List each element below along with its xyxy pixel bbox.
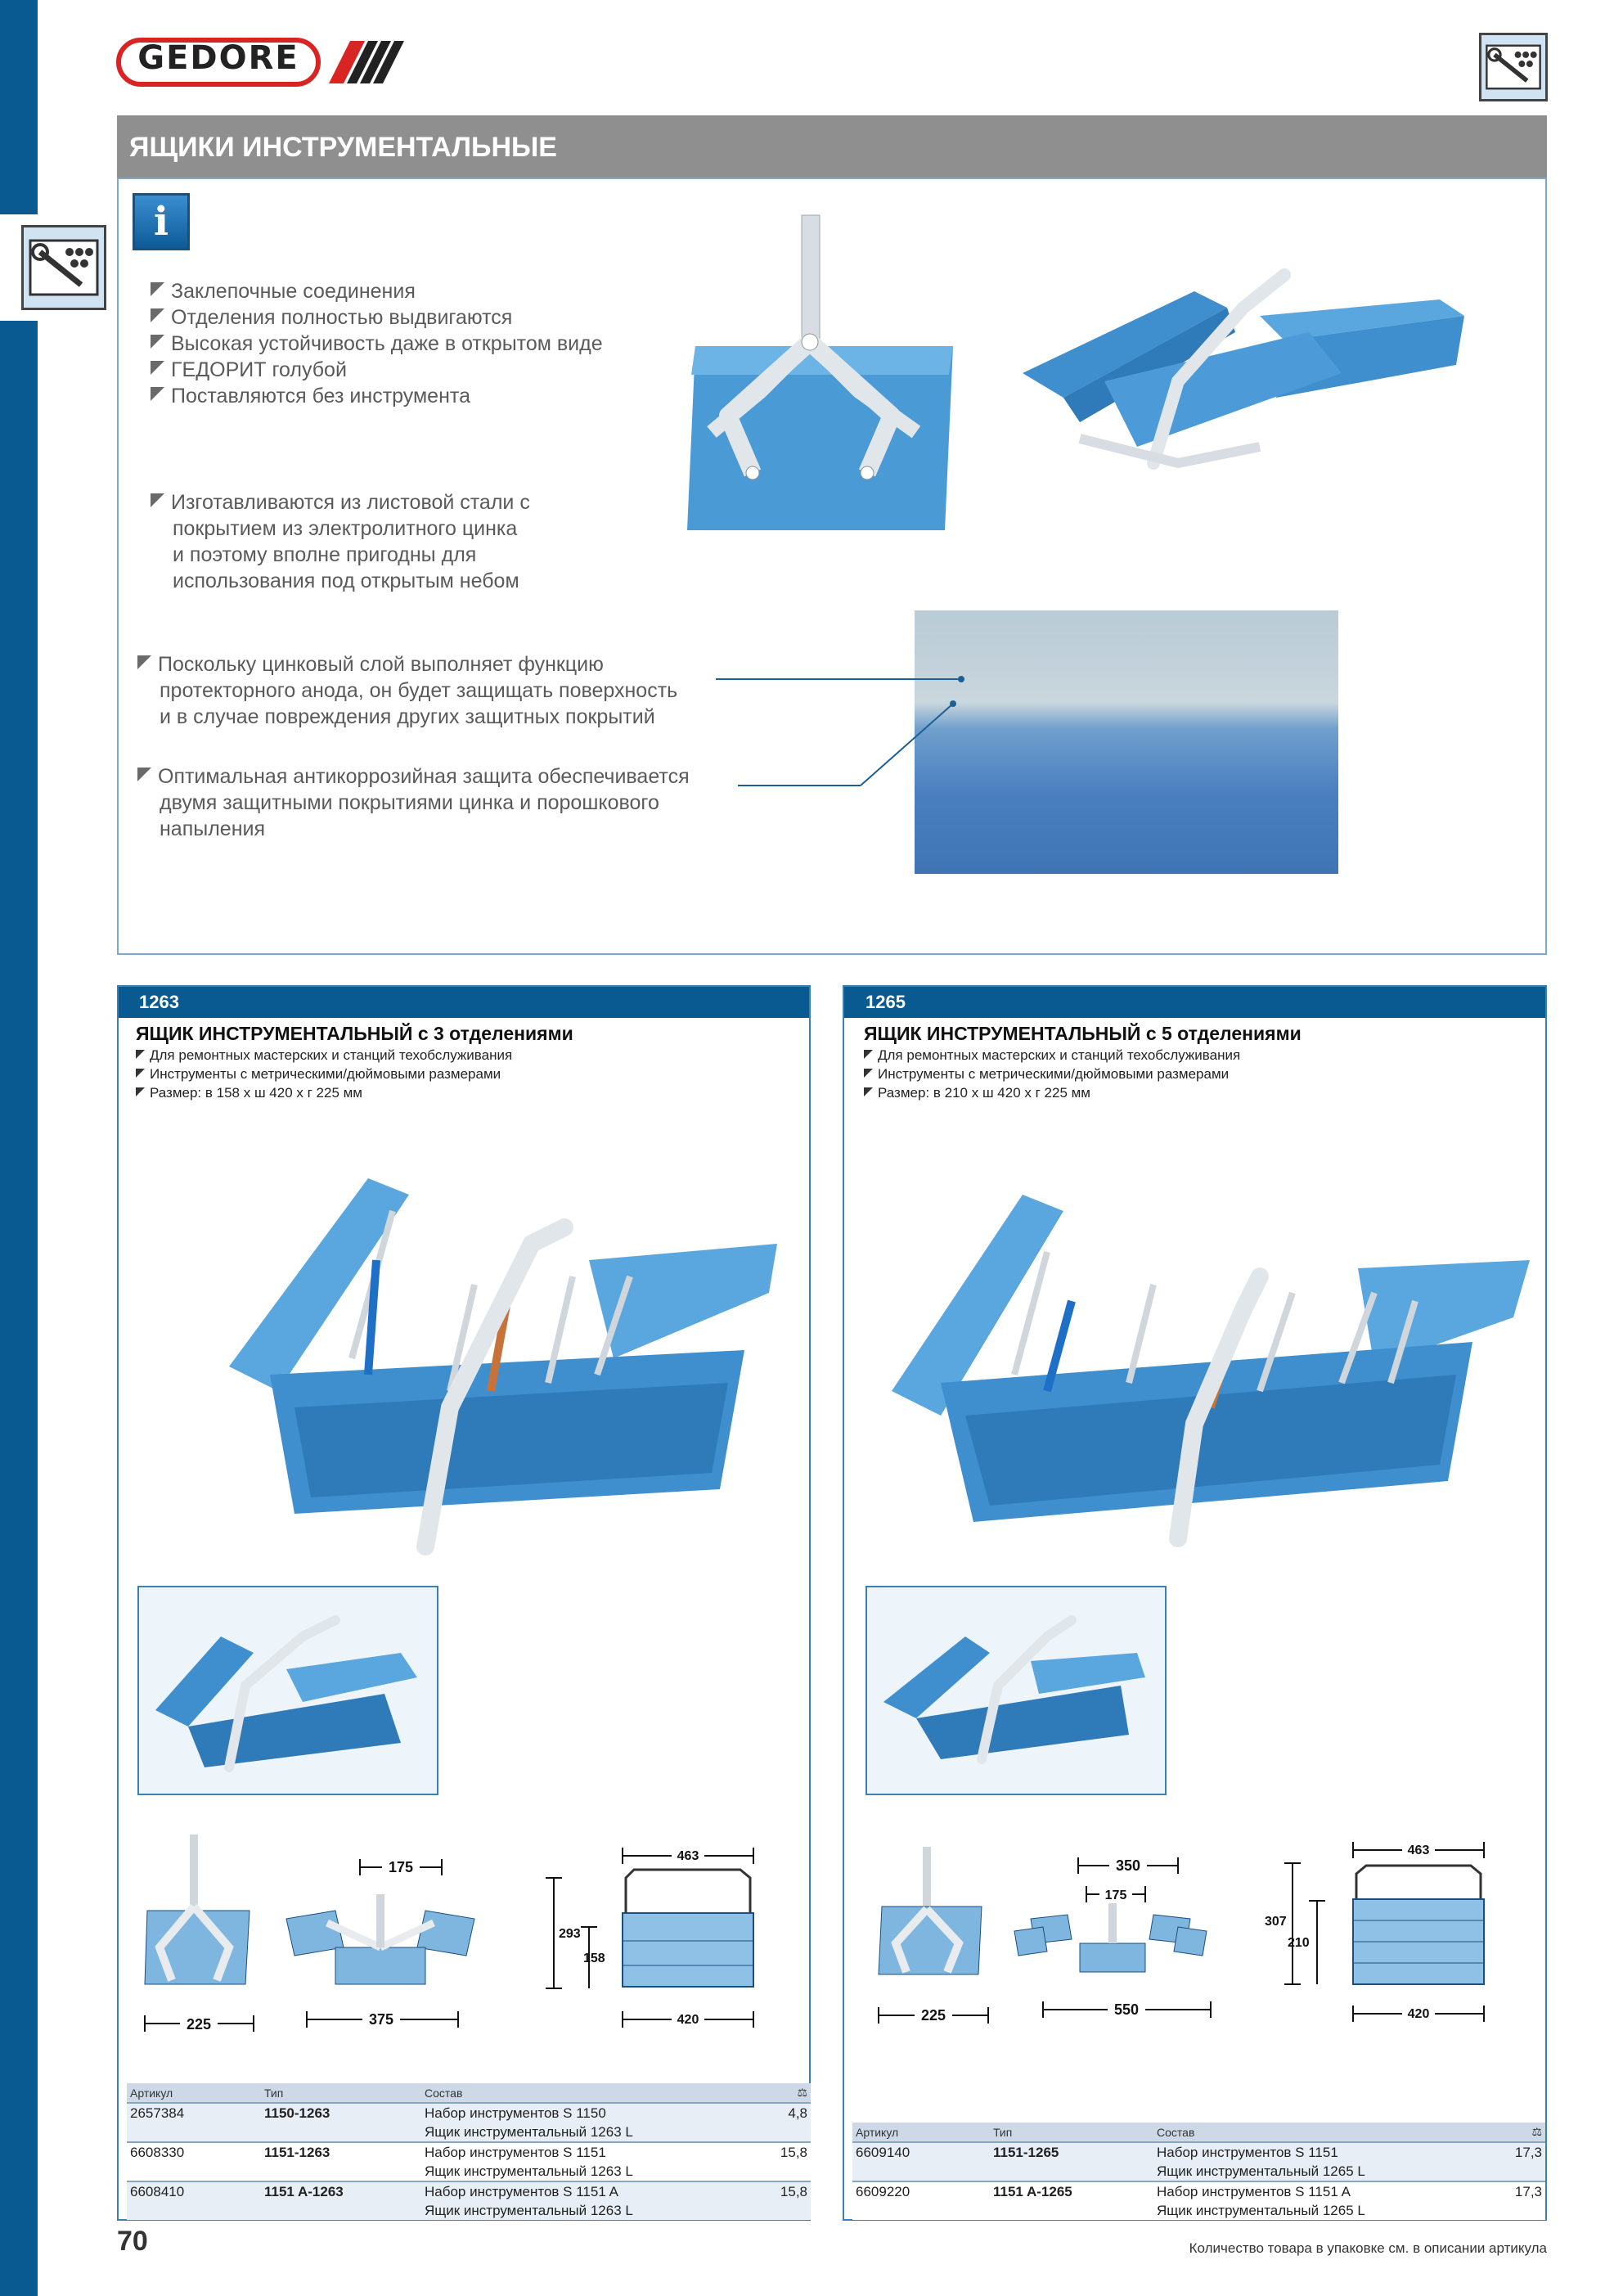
bullet-triangle-icon bbox=[151, 308, 164, 322]
footer-note: Количество товара в упаковке см. в описа… bbox=[1189, 2240, 1547, 2256]
scale-icon: ⚖ bbox=[1472, 2123, 1545, 2142]
table-row[interactable]: 6609220 1151 A-1265 Набор инструментов S… bbox=[852, 2181, 1545, 2220]
open-view-drawing bbox=[285, 1859, 475, 2028]
bullet-triangle-icon bbox=[137, 768, 151, 781]
dim-open-width: 375 bbox=[369, 2011, 393, 2028]
dim-depth: 225 bbox=[921, 2007, 946, 2024]
bullet-triangle-icon bbox=[864, 1087, 873, 1096]
bullet-triangle-icon bbox=[151, 493, 164, 507]
toolbox-category-icon bbox=[21, 225, 106, 310]
product-code: 1265 bbox=[865, 992, 906, 1012]
table-row[interactable]: 2657384 1150-1263 Набор инструментов S 1… bbox=[127, 2102, 811, 2142]
table-header-row: Артикул Тип Состав ⚖ bbox=[852, 2123, 1545, 2142]
bullet-triangle-icon bbox=[137, 655, 151, 669]
bullet-triangle-icon bbox=[136, 1087, 145, 1096]
dim-open-mid: 175 bbox=[1105, 1889, 1127, 1902]
zinc-note: Поскольку цинковый слой выполняет функци… bbox=[137, 651, 726, 730]
dim-width-top: 463 bbox=[1408, 1844, 1430, 1857]
toolbox-1265-with-tools-image bbox=[892, 1195, 1530, 1547]
product-code-bar bbox=[844, 987, 1545, 1018]
bullet-triangle-icon bbox=[151, 335, 164, 349]
product-title: ЯЩИК ИНСТРУМЕНТАЛЬНЫЙ с 3 отделениями bbox=[136, 1023, 573, 1044]
feature-list: Заклепочные соединения Отделения полност… bbox=[151, 278, 658, 409]
product-code: 1263 bbox=[139, 992, 179, 1012]
material-note: Изготавливаются из листовой стали с покр… bbox=[151, 489, 674, 594]
dim-height-open: 293 bbox=[559, 1927, 581, 1941]
dim-open-width: 550 bbox=[1114, 2001, 1139, 2018]
dimension-drawings-1265: 225 350 175 550 307 210 463 420 bbox=[878, 1840, 1485, 2025]
brand-logo-frame bbox=[116, 38, 321, 87]
toolbox-1265-thumbnail bbox=[865, 1586, 1167, 1795]
product-features: Для ремонтных мастерских и станций техоб… bbox=[864, 1046, 1526, 1102]
front-view-drawing bbox=[878, 1847, 989, 2024]
product-features: Для ремонтных мастерских и станций техоб… bbox=[136, 1046, 790, 1102]
feature-item: Поставляются без инструмента bbox=[151, 383, 658, 409]
coating-note: Оптимальная антикоррозийная защита обесп… bbox=[137, 763, 726, 842]
table-row[interactable]: 6608410 1151 A-1263 Набор инструментов S… bbox=[127, 2181, 811, 2220]
dim-height: 158 bbox=[583, 1952, 605, 1965]
article-table-1263: Артикул Тип Состав ⚖ 2657384 1150-1263 Н… bbox=[127, 2083, 811, 2220]
table-row[interactable]: 6609140 1151-1265 Набор инструментов S 1… bbox=[852, 2141, 1545, 2181]
table-row[interactable]: 6608330 1151-1263 Набор инструментов S 1… bbox=[127, 2141, 811, 2181]
bullet-triangle-icon bbox=[151, 361, 164, 375]
toolbox-1263-thumbnail bbox=[137, 1586, 438, 1795]
toolbox-front-image bbox=[687, 214, 953, 530]
toolbox-category-icon bbox=[1479, 33, 1548, 101]
product-title: ЯЩИК ИНСТРУМЕНТАЛЬНЫЙ с 5 отделениями bbox=[864, 1023, 1302, 1044]
side-view-drawing bbox=[1284, 1842, 1485, 2022]
brand-logo-stripes-icon bbox=[329, 41, 404, 83]
dim-width: 420 bbox=[1408, 2007, 1430, 2021]
bullet-triangle-icon bbox=[136, 1050, 145, 1059]
dim-open-top: 350 bbox=[1116, 1857, 1140, 1874]
callout-lines bbox=[716, 676, 964, 786]
toolbox-1263-with-tools-image bbox=[229, 1178, 777, 1555]
scale-icon: ⚖ bbox=[740, 2083, 811, 2103]
table-header-row: Артикул Тип Состав ⚖ bbox=[127, 2083, 811, 2103]
dim-depth: 225 bbox=[187, 2016, 211, 2033]
feature-item: Высокая устойчивость даже в открытом вид… bbox=[151, 331, 658, 357]
bullet-triangle-icon bbox=[864, 1050, 873, 1059]
dim-height-open: 307 bbox=[1265, 1915, 1287, 1929]
page-number: 70 bbox=[117, 2226, 148, 2257]
feature-item: Заклепочные соединения bbox=[151, 278, 658, 304]
feature-item: Отделения полностью выдвигаются bbox=[151, 304, 658, 331]
feature-item: ГЕДОРИТ голубой bbox=[151, 357, 658, 383]
coating-droplets-photo bbox=[915, 610, 1338, 874]
dim-width: 420 bbox=[677, 2013, 699, 2027]
front-view-drawing bbox=[144, 1835, 254, 2032]
brand-logo: GEDORE bbox=[137, 39, 299, 77]
section-title: ЯЩИКИ ИНСТРУМЕНТАЛЬНЫЕ bbox=[129, 132, 557, 163]
dim-height: 210 bbox=[1288, 1936, 1310, 1950]
info-icon: i bbox=[133, 193, 190, 250]
product-code-bar bbox=[119, 987, 809, 1018]
side-view-drawing bbox=[546, 1848, 754, 2028]
toolbox-open-empty-image bbox=[1023, 268, 1464, 470]
article-table-1265: Артикул Тип Состав ⚖ 6609140 1151-1265 Н… bbox=[852, 2123, 1545, 2220]
bullet-triangle-icon bbox=[151, 282, 164, 296]
bullet-triangle-icon bbox=[864, 1069, 873, 1078]
section-title-bar bbox=[117, 115, 1547, 178]
bullet-triangle-icon bbox=[151, 387, 164, 401]
dim-open-top: 175 bbox=[389, 1859, 413, 1875]
open-view-drawing bbox=[1014, 1857, 1212, 2018]
bullet-triangle-icon bbox=[136, 1069, 145, 1078]
side-strip bbox=[0, 0, 38, 2296]
dim-width-top: 463 bbox=[677, 1849, 699, 1863]
dimension-drawings-1263: 225 175 375 293 158 463 420 bbox=[144, 1835, 754, 2034]
